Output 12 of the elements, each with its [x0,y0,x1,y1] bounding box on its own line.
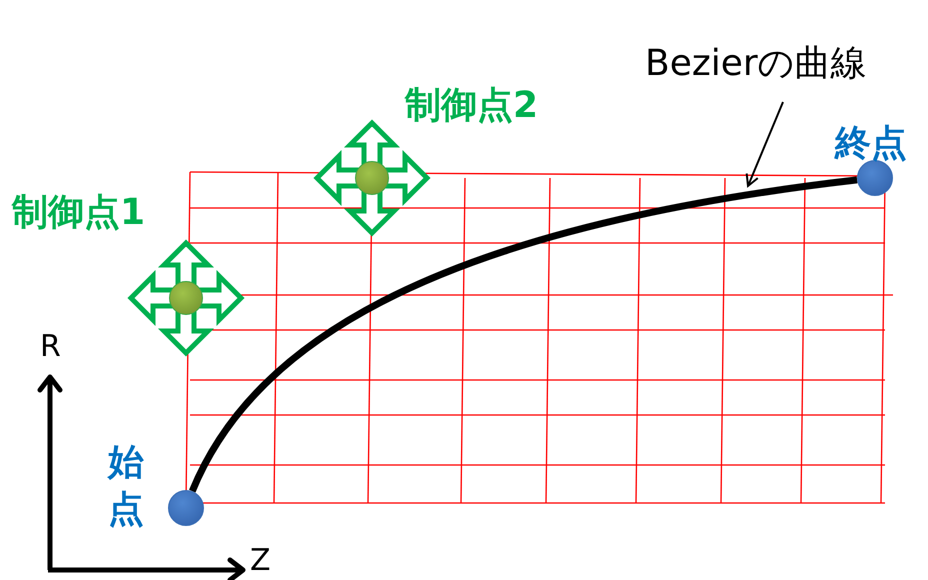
point-label: 制御点1 [12,195,146,231]
control-point [169,281,203,315]
point-label: 始点 [108,441,145,532]
start-point [168,490,204,526]
curve-label: Bezierの曲線 [645,46,867,82]
axis-label: Z [250,546,271,576]
control-point [355,161,389,195]
point-label: 終点 [835,126,907,162]
end-point [857,160,893,196]
point-label: 制御点2 [405,88,538,124]
leader-line [746,102,784,187]
axis-label: R [40,332,61,362]
